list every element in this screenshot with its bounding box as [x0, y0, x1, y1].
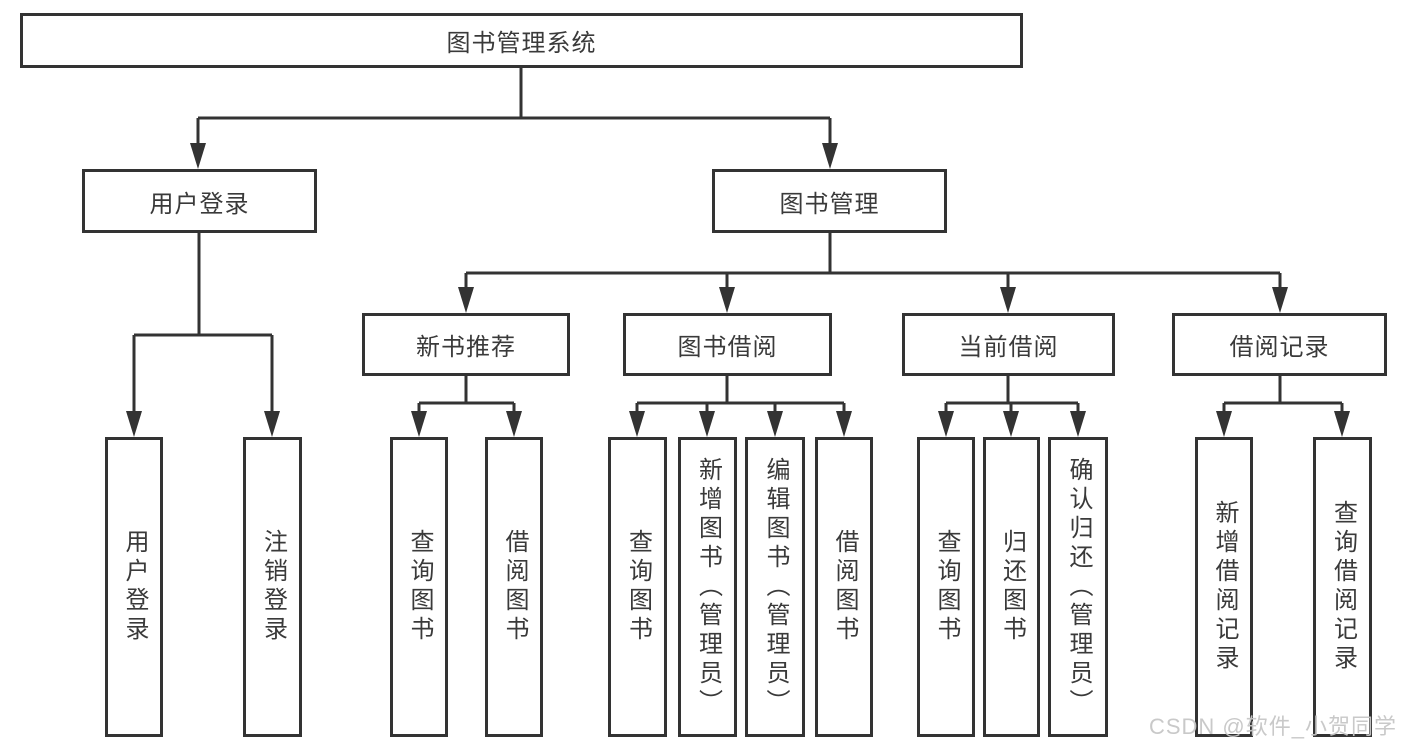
leaf-logout: 注销登录 [243, 437, 302, 737]
connector-path [132, 68, 1344, 417]
arrowhead-down-icon [1003, 411, 1019, 437]
leaf-add-borrow-record: 新增借阅记录 [1195, 437, 1253, 737]
arrowhead-down-icon [1000, 287, 1016, 313]
leaf-query-books-1: 查询图书 [390, 437, 448, 737]
leaf-query-borrow-record-label: 查询借阅记录 [1329, 500, 1357, 674]
leaf-add-books-admin-label: 新增图书（管理员） [694, 456, 722, 718]
arrowhead-down-icon [506, 411, 522, 437]
arrowhead-down-icon [836, 411, 852, 437]
arrowhead-down-icon [458, 287, 474, 313]
node-book-borrowing: 图书借阅 [623, 313, 832, 376]
leaf-confirm-return-admin-label: 确认归还（管理员） [1065, 456, 1092, 718]
arrowhead-down-icon [1272, 287, 1288, 313]
arrowhead-down-icon [719, 287, 735, 313]
leaf-query-books-2-label: 查询图书 [624, 529, 652, 645]
node-current-borrowing: 当前借阅 [902, 313, 1115, 376]
leaf-borrow-books-1: 借阅图书 [485, 437, 543, 737]
leaf-borrow-books-1-label: 借阅图书 [501, 529, 528, 645]
node-book-management: 图书管理 [712, 169, 947, 233]
leaf-query-books-3-label: 查询图书 [933, 529, 960, 645]
leaf-borrow-books-2: 借阅图书 [815, 437, 873, 737]
leaf-borrow-books-2-label: 借阅图书 [831, 529, 858, 645]
leaf-return-books-label: 归还图书 [998, 529, 1026, 645]
arrowhead-down-icon [1070, 411, 1086, 437]
arrowhead-down-icon [190, 143, 206, 169]
node-library-management-system: 图书管理系统 [20, 13, 1023, 68]
arrowhead-down-icon [629, 411, 645, 437]
leaf-query-books-1-label: 查询图书 [406, 529, 433, 645]
arrowhead-down-icon [411, 411, 427, 437]
leaf-edit-books-admin-label: 编辑图书（管理员） [762, 456, 789, 718]
leaf-edit-books-admin: 编辑图书（管理员） [745, 437, 805, 737]
leaf-add-books-admin: 新增图书（管理员） [678, 437, 737, 737]
leaf-user-login: 用户登录 [105, 437, 163, 737]
leaf-return-books: 归还图书 [983, 437, 1040, 737]
leaf-confirm-return-admin: 确认归还（管理员） [1048, 437, 1108, 737]
arrowhead-down-icon [126, 411, 142, 437]
leaf-add-borrow-record-label: 新增借阅记录 [1211, 500, 1238, 674]
arrowhead-down-icon [767, 411, 783, 437]
leaf-user-login-label: 用户登录 [121, 529, 148, 645]
arrowhead-down-icon [1216, 411, 1232, 437]
arrowhead-down-icon [1334, 411, 1350, 437]
leaf-query-books-3: 查询图书 [917, 437, 975, 737]
node-user-login: 用户登录 [82, 169, 317, 233]
node-borrowing-records: 借阅记录 [1172, 313, 1387, 376]
leaf-query-borrow-record: 查询借阅记录 [1313, 437, 1372, 737]
arrowhead-down-icon [699, 411, 715, 437]
arrowhead-down-icon [822, 143, 838, 169]
node-new-book-recommendation: 新书推荐 [362, 313, 570, 376]
arrowhead-down-icon [938, 411, 954, 437]
leaf-logout-label: 注销登录 [259, 529, 287, 645]
arrowhead-down-icon [264, 411, 280, 437]
leaf-query-books-2: 查询图书 [608, 437, 667, 737]
